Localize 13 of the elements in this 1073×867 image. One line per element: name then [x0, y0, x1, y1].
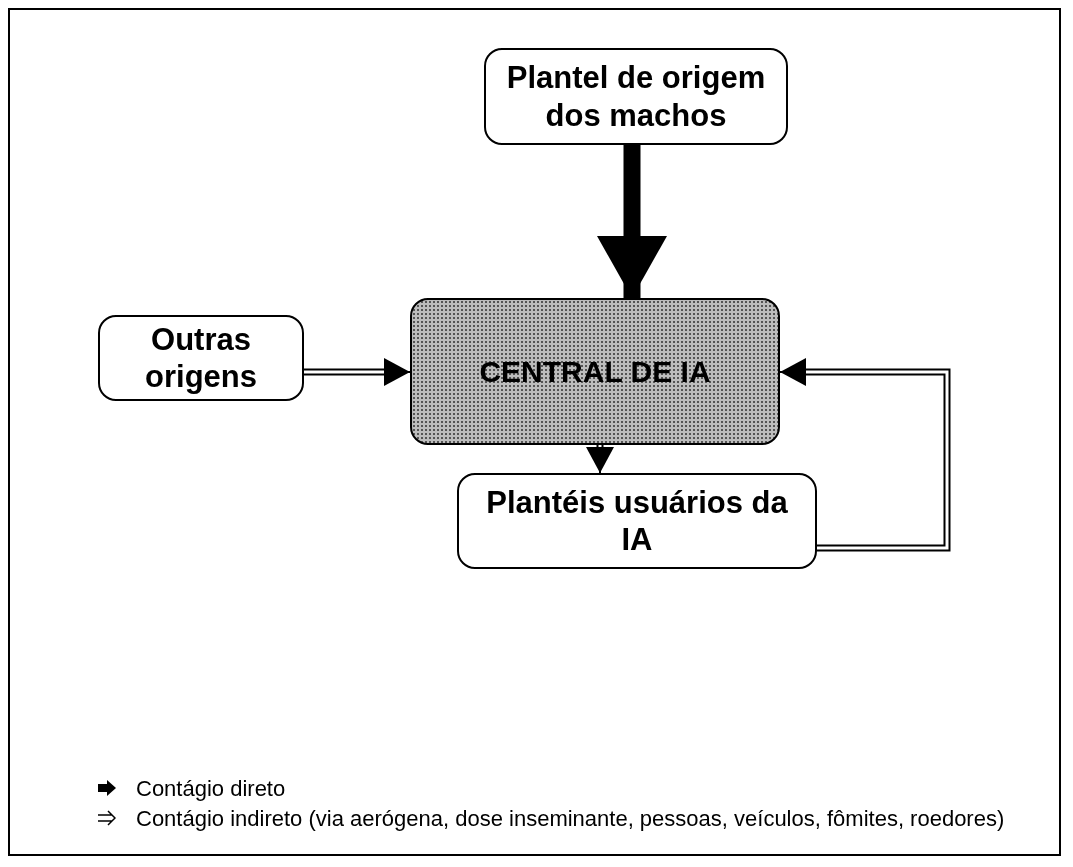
node-label: Outras origens [144, 320, 258, 396]
node-label: Plantéis usuários da IA [485, 483, 789, 559]
arrow [586, 444, 614, 474]
arrow [779, 358, 951, 552]
process-box [457, 473, 817, 569]
process-box [98, 315, 304, 401]
legend-text: Contágio indireto (via aerógena, dose inseminante, pessoas, veículos, fômites, roedores) [136, 806, 1006, 833]
central-box [410, 298, 780, 445]
arrow [303, 358, 411, 386]
node-label: Plantel de origem dos machos [505, 59, 767, 134]
legend-text: Contágio direto [136, 776, 287, 803]
node-label: CENTRAL DE IA [478, 353, 712, 390]
process-box [484, 48, 788, 145]
